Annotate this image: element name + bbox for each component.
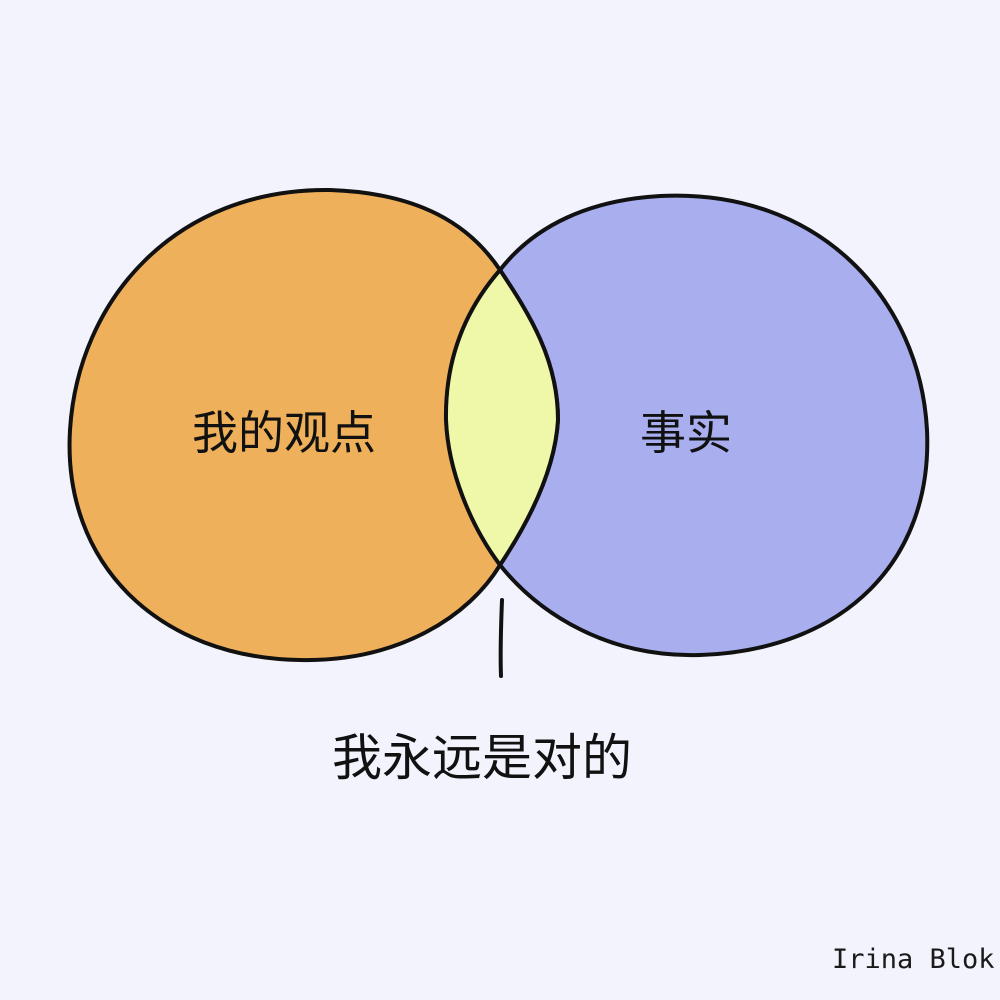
intersection-label: 我永远是对的 (332, 729, 632, 787)
intersection-region (443, 268, 560, 567)
right-set-label: 事实 (640, 406, 732, 460)
left-set-label: 我的观点 (192, 406, 376, 460)
artist-signature: Irina Blok (832, 944, 995, 975)
pointer-line (498, 598, 504, 678)
